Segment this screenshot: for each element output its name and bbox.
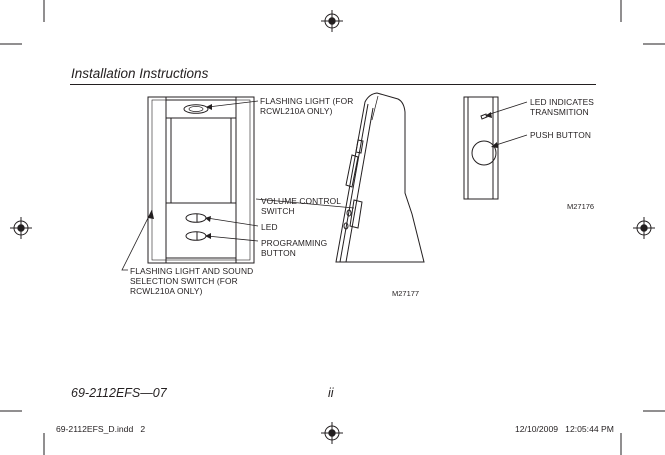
callout-line: VOLUME CONTROL [261, 196, 342, 206]
callout-line: LED [261, 222, 278, 232]
registration-mark-top [321, 10, 343, 32]
callout-line: SELECTION SWITCH (FOR [130, 276, 238, 286]
callout-led: LED [261, 222, 278, 232]
registration-mark-bottom [321, 422, 343, 444]
callout-selection-switch: FLASHING LIGHT AND SOUND SELECTION SWITC… [130, 266, 253, 296]
callout-line: TRANSMITION [530, 107, 589, 117]
leader-lines-left [121, 100, 355, 271]
slug-timestamp: 12/10/2009 12:05:44 PM [515, 424, 614, 434]
callout-line: FLASHING LIGHT AND SOUND [130, 266, 254, 276]
doc-number: 69-2112EFS—07 [71, 386, 167, 400]
page-title: Installation Instructions [71, 66, 209, 81]
title-rule [70, 84, 596, 85]
callout-programming-button: PROGRAMMING BUTTON [261, 238, 327, 258]
registration-mark-right [633, 217, 655, 239]
receiver-side-view [335, 92, 425, 263]
leader-arrowheads [148, 104, 498, 239]
figure-code-left: M27177 [392, 289, 420, 298]
callout-line: PROGRAMMING [261, 238, 328, 248]
callout-led-indicates: LED INDICATES TRANSMITION [530, 97, 594, 117]
callout-line: RCWL210A ONLY) [260, 106, 333, 116]
callout-line: LED INDICATES [530, 97, 594, 107]
callout-line: SWITCH [261, 206, 295, 216]
callout-line: RCWL210A ONLY) [130, 286, 203, 296]
leader-lines-right [486, 101, 528, 147]
callout-flashing-light: FLASHING LIGHT (FOR RCWL210A ONLY) [260, 96, 353, 116]
transmitter-view [463, 96, 499, 200]
callout-line: PUSH BUTTON [530, 130, 591, 140]
receiver-front-view [147, 96, 255, 264]
callout-push-button: PUSH BUTTON [530, 130, 591, 140]
registration-mark-left [10, 217, 32, 239]
callout-line: FLASHING LIGHT (FOR [260, 96, 354, 106]
callout-volume-control: VOLUME CONTROL SWITCH [261, 196, 341, 216]
page-number: ii [328, 386, 334, 400]
slug-file: 69-2112EFS_D.indd 2 [56, 424, 146, 434]
figure-code-right: M27176 [567, 202, 595, 211]
callout-line: BUTTON [261, 248, 296, 258]
